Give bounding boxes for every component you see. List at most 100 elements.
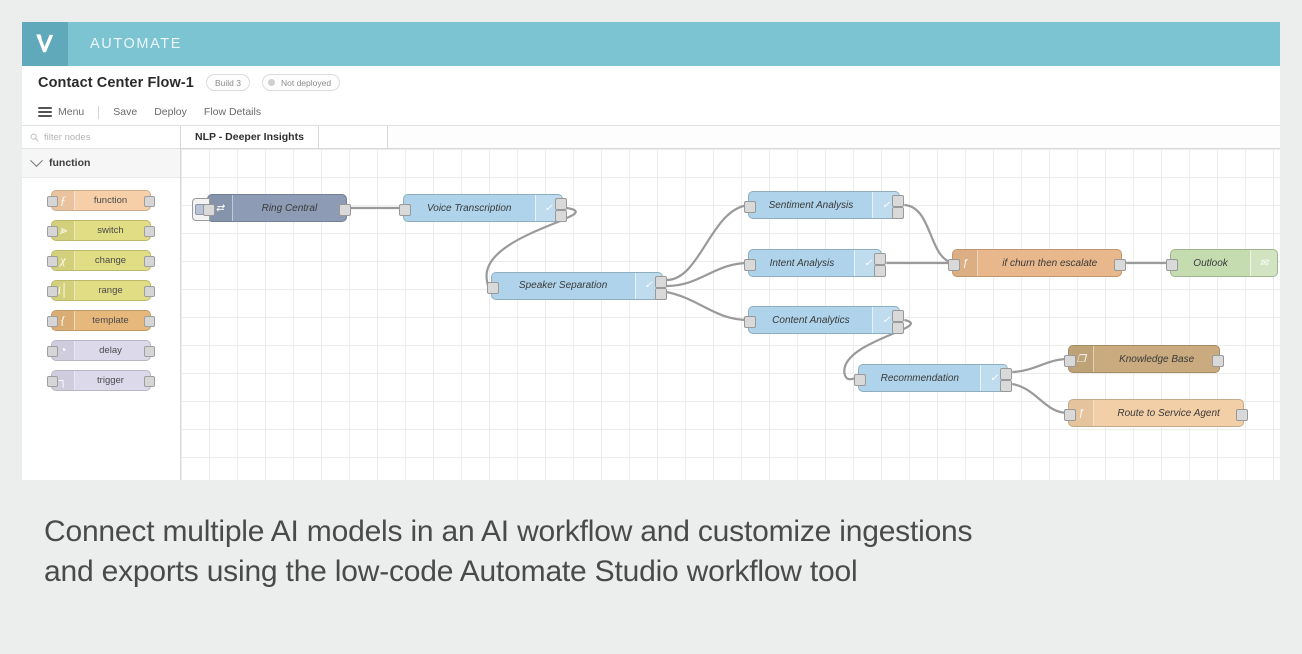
node-output-port[interactable] (338, 204, 351, 216)
node-output-port-1[interactable] (892, 195, 905, 207)
node-label: Ring Central (261, 202, 318, 214)
filter-nodes-placeholder: filter nodes (44, 131, 91, 143)
node-input-port[interactable] (744, 201, 757, 213)
node-output-port-1[interactable] (892, 310, 905, 322)
node-output-port-1[interactable] (654, 275, 667, 288)
palette-node-output-port[interactable] (144, 316, 155, 327)
palette-node-label: switch (97, 225, 124, 236)
palette-node-label: change (94, 255, 127, 266)
node-input-port[interactable] (744, 316, 757, 328)
flow-node-recommend[interactable]: Recommendation✓ (854, 364, 1013, 392)
deploy-button[interactable]: Deploy (154, 106, 187, 118)
flow-name: Contact Center Flow-1 (38, 74, 194, 91)
deploy-status-label: Not deployed (280, 77, 332, 88)
flow-node-outlook[interactable]: Outlook✉ (1166, 249, 1278, 277)
palette-node-output-port[interactable] (144, 286, 155, 297)
node-output-port-2[interactable] (874, 265, 887, 277)
flow-node-ringcentral[interactable]: ⇄Ring Central (191, 194, 351, 222)
palette-node-input-port[interactable] (47, 346, 58, 357)
node-output-port-1[interactable] (554, 198, 567, 210)
node-label: Voice Transcription (426, 202, 512, 214)
node-output-port-2[interactable] (892, 322, 905, 334)
palette-node-output-port[interactable] (144, 376, 155, 387)
node-input-port[interactable] (202, 204, 215, 216)
node-input-port[interactable] (948, 259, 961, 271)
chevron-down-icon (30, 153, 43, 167)
app-logo[interactable] (22, 22, 68, 66)
node-output-port-1[interactable] (1000, 368, 1013, 380)
node-input-port[interactable] (1166, 259, 1179, 271)
bird-check-logo-icon (36, 34, 54, 53)
node-output-port-1[interactable] (874, 253, 887, 265)
node-input-port[interactable] (744, 259, 757, 271)
hamburger-icon (38, 104, 52, 120)
palette-node-template[interactable]: {template (47, 310, 155, 331)
palette-node-output-port[interactable] (144, 256, 155, 267)
node-output-port[interactable] (1114, 259, 1127, 271)
save-button[interactable]: Save (113, 106, 138, 118)
caption: Connect multiple AI models in an AI work… (44, 512, 1234, 592)
flow-node-intent[interactable]: Intent Analysis✓ (744, 249, 887, 277)
palette-node-output-port[interactable] (144, 346, 155, 357)
flow-node-speaker[interactable]: Speaker Separation✓ (486, 271, 667, 300)
flow-node-kb[interactable]: ❐Knowledge Base (1064, 345, 1225, 373)
deploy-status-badge: Not deployed (261, 74, 341, 91)
tab-nlp-deeper-insights[interactable]: NLP - Deeper Insights (181, 126, 319, 148)
flow-node-sentiment[interactable]: Sentiment Analysis✓ (744, 191, 905, 219)
caption-line-2: and exports using the low-code Automate … (44, 555, 858, 589)
flow-canvas-area: NLP - Deeper Insights (181, 126, 1280, 480)
flow-tabstrip: NLP - Deeper Insights (181, 126, 1280, 149)
palette-group-label: function (49, 157, 91, 169)
node-label: Knowledge Base (1119, 353, 1195, 365)
node-output-port-2[interactable] (1000, 380, 1013, 392)
node-input-port[interactable] (486, 281, 499, 294)
flow-details-button[interactable]: Flow Details (203, 106, 262, 118)
palette-node-delay[interactable]: ◔delay (47, 340, 155, 361)
node-input-port[interactable] (1064, 355, 1077, 367)
palette-node-label: trigger (97, 375, 124, 386)
palette-node-input-port[interactable] (47, 316, 58, 327)
flow-node-voice[interactable]: Voice Transcription✓ (398, 194, 567, 222)
palette-node-input-port[interactable] (47, 376, 58, 387)
node-output-port[interactable] (1212, 355, 1225, 367)
palette-node-label: function (93, 195, 128, 206)
palette-group-function[interactable]: function (22, 149, 180, 178)
palette-node-output-port[interactable] (144, 226, 155, 237)
node-output-port-2[interactable] (892, 207, 905, 219)
node-output-port-2[interactable] (654, 287, 667, 300)
node-label: Content Analytics (772, 314, 850, 326)
node-input-port[interactable] (1064, 409, 1077, 421)
palette-node-input-port[interactable] (47, 286, 58, 297)
flow-canvas[interactable]: ⇄Ring Central Voice Transcription✓ Speaker… (181, 149, 1280, 480)
palette-node-input-port[interactable] (47, 196, 58, 207)
node-input-port[interactable] (398, 204, 411, 216)
palette-node-label: range (98, 285, 123, 296)
palette-node-trigger[interactable]: ┐trigger (47, 370, 155, 391)
node-output-port[interactable] (1236, 409, 1249, 421)
palette-node-input-port[interactable] (47, 226, 58, 237)
palette-node-label: delay (99, 345, 122, 356)
node-label: if churn then escalate (1002, 257, 1098, 269)
palette-node-output-port[interactable] (144, 196, 155, 207)
node-input-port[interactable] (854, 374, 867, 386)
menu-button[interactable]: Menu (38, 104, 84, 120)
filter-nodes-input[interactable]: filter nodes (22, 126, 180, 149)
tab-add-placeholder[interactable] (318, 126, 388, 148)
palette-node-switch[interactable]: ⪢switch (47, 220, 155, 241)
node-output-port-2[interactable] (554, 210, 567, 222)
palette-node-input-port[interactable] (47, 256, 58, 267)
flow-node-content[interactable]: Content Analytics✓ (744, 306, 905, 334)
node-right-icon: ✉ (1249, 250, 1277, 276)
palette-node-label: template (92, 315, 129, 326)
build-badge: Build 3 (205, 74, 250, 91)
palette-node-range[interactable]: i│range (47, 280, 155, 301)
status-dot-icon (267, 79, 275, 86)
